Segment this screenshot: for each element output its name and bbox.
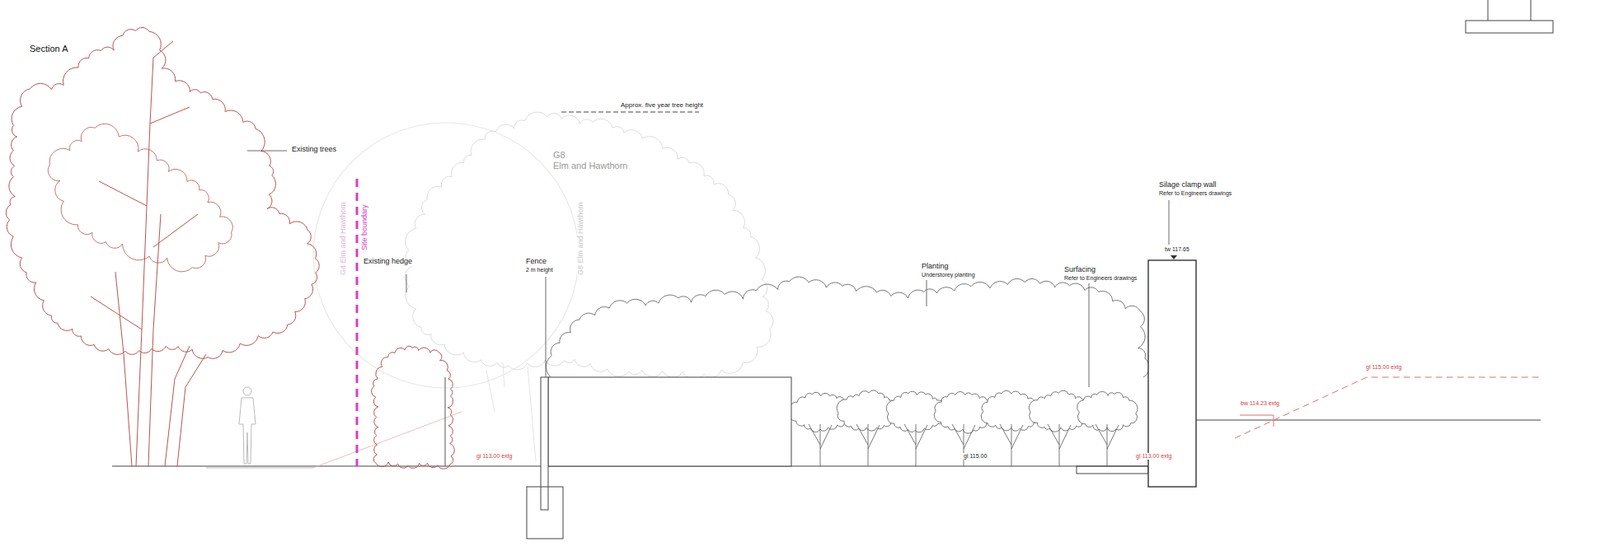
leader-line	[1088, 283, 1090, 388]
understorey-planting	[545, 276, 1150, 467]
leader-line	[926, 280, 928, 307]
proposed-tree-stems	[486, 362, 536, 462]
wall-line	[1530, 0, 1532, 21]
level-label: gl 113.00 extg	[475, 453, 513, 460]
level-label: bw 114.23 extg	[1239, 400, 1281, 408]
shrub-stem	[1047, 424, 1071, 467]
tree-canopy	[5, 27, 320, 359]
path-line	[206, 468, 314, 470]
level-label: gl 115.00 extg	[1365, 364, 1403, 371]
existing-ground	[313, 412, 462, 469]
leader-line	[545, 276, 547, 378]
shrub-stem	[904, 424, 928, 467]
shrub-stem	[1095, 424, 1119, 467]
person-body	[239, 398, 256, 465]
post-footing	[526, 487, 564, 540]
callout-note: Refer to Engineers drawings	[1063, 275, 1138, 282]
shrub-stem	[856, 424, 880, 467]
boundary-label: Site boundary	[361, 203, 370, 252]
leader-line	[1168, 200, 1170, 245]
callout-note: Understorey planting	[920, 272, 976, 279]
group-code: G8	[552, 150, 567, 160]
fence-post	[540, 377, 549, 511]
five-year-height-line	[561, 112, 700, 113]
level-label: gl 113.00 extg	[1135, 453, 1173, 460]
tree-canopy-inner	[47, 123, 233, 273]
callout: Fence	[525, 258, 548, 267]
group-note: G4 Elm and Hawthorn	[339, 201, 348, 277]
callout-note: 2 m height	[525, 267, 554, 274]
person-figure	[239, 387, 256, 465]
hedge-outline	[371, 346, 456, 470]
shrub-stem	[999, 424, 1023, 467]
section-title: Section A	[28, 43, 69, 54]
level-marker	[1170, 255, 1178, 260]
existing-tree	[5, 27, 320, 467]
group-species: Elm and Hawthorn	[552, 160, 629, 171]
existing-hedge	[371, 346, 456, 470]
leader-line	[406, 274, 408, 293]
callout: Planting	[920, 262, 950, 272]
callout-note: Refer to Engineers drawings	[1158, 190, 1233, 198]
person-head	[243, 387, 252, 396]
callout: Existing trees	[290, 145, 338, 155]
fence-panel	[548, 377, 792, 467]
building-fragment	[1465, 0, 1554, 33]
proposed-tree-canopy	[404, 112, 774, 380]
site-boundary-line	[356, 178, 359, 467]
callout: Silage clamp wall	[1158, 181, 1218, 190]
tree-trunks	[90, 41, 207, 467]
existing-ground-dashed	[1234, 377, 1541, 439]
bank-marker	[1239, 415, 1274, 427]
planting-canopy	[545, 276, 1150, 380]
surfacing-slab	[1076, 466, 1149, 474]
canopy-circle	[313, 122, 579, 389]
shrub-stem	[952, 424, 976, 467]
level-label: gl 115.00	[962, 453, 988, 460]
shrub-stem	[808, 424, 832, 467]
leader-line	[247, 150, 287, 152]
height-note: Approx. five year tree height	[619, 102, 704, 110]
hedge-post	[445, 377, 446, 467]
callout: Surfacing	[1063, 266, 1097, 275]
group-note: G8 Elm and Hawthorn	[577, 201, 586, 277]
level-label: tw 117.65	[1163, 246, 1191, 254]
wall-line	[1487, 0, 1489, 21]
footing	[1465, 20, 1554, 33]
ground-line	[1196, 420, 1541, 422]
callout: Existing hedge	[362, 258, 413, 267]
section-linework	[112, 0, 1554, 540]
